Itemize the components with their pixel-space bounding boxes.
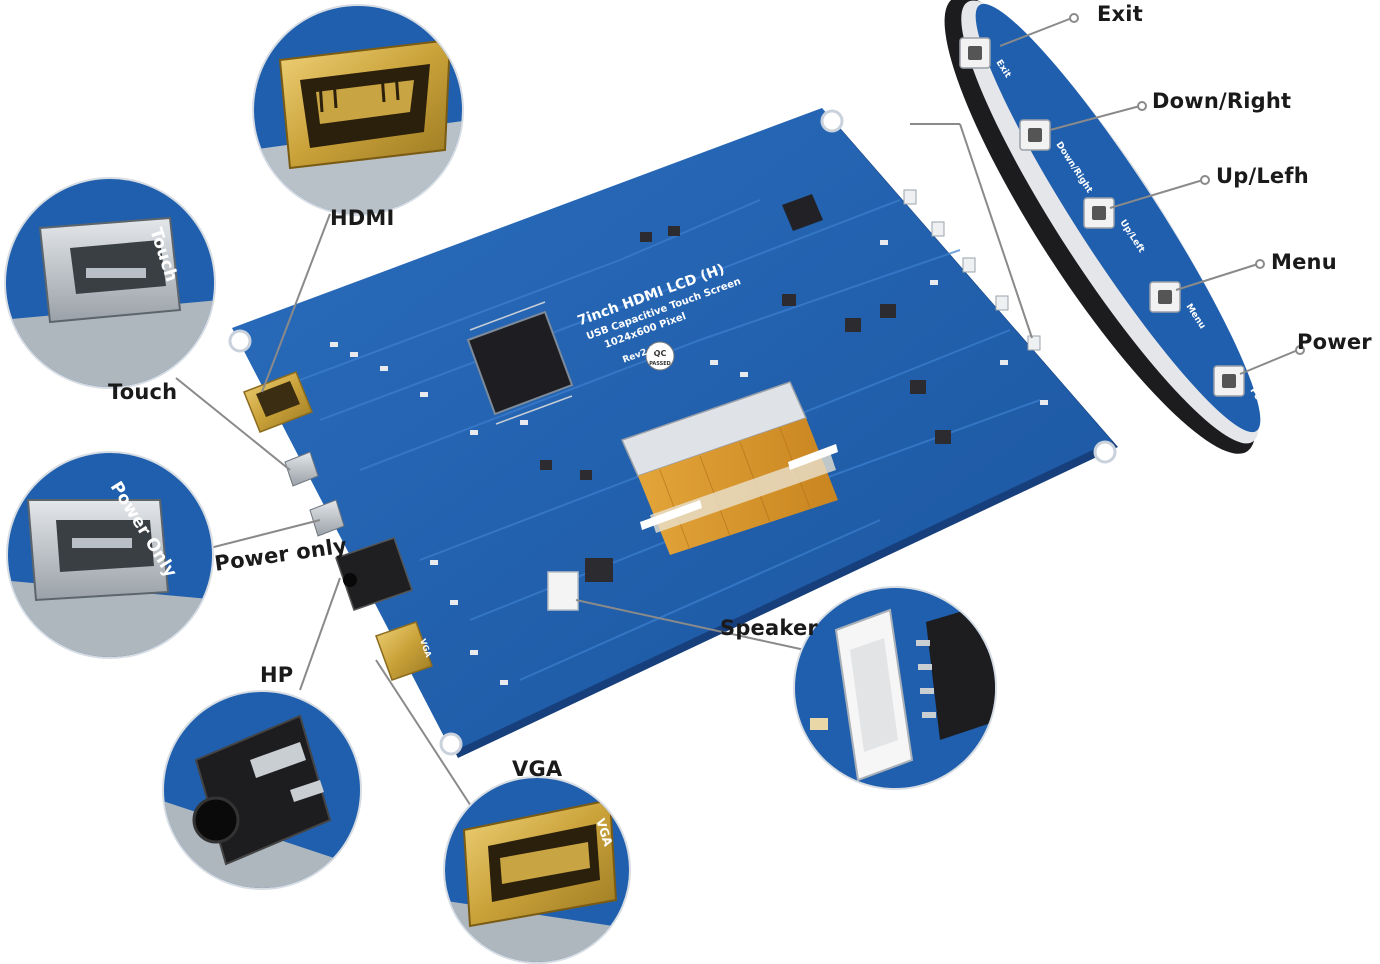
callout-speaker: Speaker xyxy=(720,616,818,640)
hp-jack-port xyxy=(335,537,413,611)
callout-hp: HP xyxy=(260,663,294,687)
speaker-zoom xyxy=(793,586,997,790)
callout-up-left: Up/Lefh xyxy=(1216,164,1309,188)
hdmi-port xyxy=(243,371,313,433)
callout-vga: VGA xyxy=(512,757,563,781)
hp-zoom xyxy=(162,690,362,890)
qc-badge-bottom: PASSED xyxy=(649,361,671,367)
vga-zoom: VGA xyxy=(443,776,631,964)
power-only-zoom: Power Only xyxy=(6,451,214,659)
side-button-panel: Exit Down/Right Up/Left Menu Power xyxy=(944,0,1273,454)
callout-menu: Menu xyxy=(1271,250,1337,274)
callout-exit: Exit xyxy=(1097,2,1143,26)
main-pcb: QC PASSED 7inch HDMI LCD (H) USB Capacit… xyxy=(228,108,1118,758)
power-usb-port xyxy=(309,499,345,537)
callout-hdmi: HDMI xyxy=(330,206,395,230)
callout-power: Power xyxy=(1297,330,1372,354)
hdmi-zoom xyxy=(252,4,464,216)
callout-touch: Touch xyxy=(108,380,178,404)
callout-down-right: Down/Right xyxy=(1152,89,1292,113)
touch-zoom: Touch xyxy=(4,177,216,389)
qc-badge-top: QC xyxy=(654,349,667,358)
leader-lines xyxy=(175,17,1299,821)
touch-usb-port xyxy=(284,451,319,487)
vga-port xyxy=(375,621,433,681)
